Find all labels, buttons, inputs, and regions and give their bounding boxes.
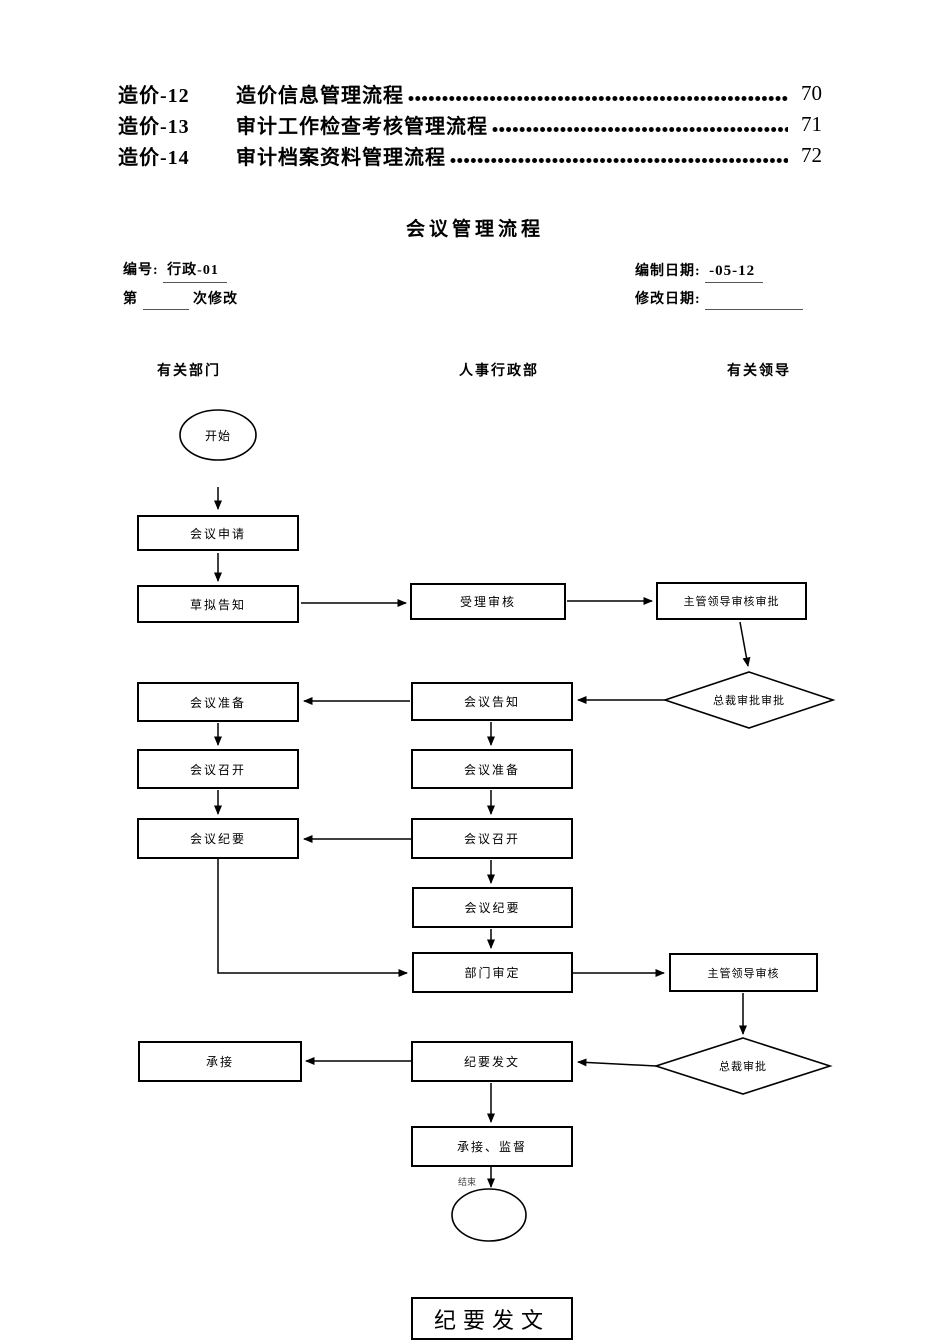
flow-node-minutes-issue-bottom: 纪要发文 (411, 1297, 573, 1340)
toc-entry-id: 造价-14 (118, 147, 190, 169)
flow-node-meeting-notice: 会议告知 (411, 682, 573, 721)
flow-node-meeting-hold-mid: 会议召开 (411, 818, 573, 859)
revision-row: 第 次修改 (123, 290, 238, 319)
flow-node-label: 纪要发文 (463, 1055, 520, 1069)
flow-node-label: 会议召开 (463, 832, 520, 846)
decision-label-president-1: 总裁审批审批 (713, 695, 785, 707)
flow-node-meeting-apply: 会议申请 (137, 515, 299, 551)
toc-row: 造价-13 审计工作检查考核管理流程 71 (118, 109, 822, 140)
meta-left: 编号: 行政-01 第 次修改 (123, 261, 238, 319)
compiled-date-value: -05-12 (705, 261, 764, 283)
lane-header-leaders: 有关领导 (727, 364, 791, 379)
flow-node-meeting-minutes-mid: 会议纪要 (412, 887, 573, 928)
revision-prefix: 第 (123, 292, 138, 307)
flow-node-label: 会议告知 (463, 695, 520, 709)
toc-entry-id: 造价-13 (118, 116, 190, 138)
flow-node-label: 会议纪要 (464, 901, 521, 915)
toc-entry-page: 71 (801, 112, 822, 136)
end-ellipse (451, 1188, 527, 1242)
flow-node-label: 会议纪要 (189, 832, 246, 846)
flow-node-meeting-prepare-mid: 会议准备 (411, 749, 573, 789)
start-label: 开始 (204, 428, 231, 443)
flow-node-leader-review-approve: 主管领导审核审批 (656, 582, 807, 620)
flow-node-label: 主管领导审核审批 (683, 596, 780, 608)
compiled-date-row: 编制日期: -05-12 (635, 261, 803, 290)
flow-node-label: 会议申请 (189, 526, 246, 541)
toc-row: 造价-12 造价信息管理流程 70 (118, 78, 822, 109)
toc-entry-id: 造价-12 (118, 85, 190, 107)
flow-node-label: 会议准备 (189, 695, 246, 710)
flow-node-undertake: 承接 (138, 1041, 302, 1082)
flow-node-label: 纪要发文 (433, 1307, 550, 1333)
flow-node-label: 草拟告知 (189, 597, 246, 612)
decision-diamond-president-1 (662, 671, 836, 729)
lane-header-hr-admin: 人事行政部 (459, 364, 539, 379)
lane-header-departments: 有关部门 (157, 364, 221, 379)
flow-node-leader-review: 主管领导审核 (669, 953, 818, 992)
page-title: 会议管理流程 (405, 219, 544, 240)
modified-date-label: 修改日期: (635, 292, 701, 307)
flow-node-label: 会议召开 (189, 762, 246, 777)
decision-label-president-2: 总裁审批 (719, 1061, 767, 1073)
compiled-date-label: 编制日期: (635, 264, 701, 279)
revision-suffix: 次修改 (193, 292, 238, 307)
start-ellipse (179, 409, 257, 461)
toc-entry-title: 审计档案资料管理流程 (236, 147, 446, 169)
flow-node-label: 会议准备 (463, 762, 520, 777)
dot-leader (450, 157, 788, 164)
flow-node-label: 受理审核 (459, 595, 516, 609)
dot-leader (492, 126, 788, 133)
flow-node-dept-review: 部门审定 (412, 952, 573, 993)
flow-node-meeting-prepare-left: 会议准备 (137, 682, 299, 722)
modified-date-row: 修改日期: (635, 290, 804, 319)
revision-blank-line (142, 293, 189, 310)
end-label: 结束 (457, 1176, 476, 1187)
flow-node-undertake-supervise: 承接、监督 (411, 1126, 573, 1167)
meta-right: 编制日期: -05-12 修改日期: (635, 261, 804, 319)
modified-date-blank-line (705, 293, 804, 310)
flow-node-draft-notice: 草拟告知 (137, 585, 299, 623)
flow-node-label: 承接 (205, 1055, 234, 1069)
decision-diamond-president-2 (653, 1037, 833, 1095)
toc-entry-page: 72 (801, 143, 822, 167)
flow-node-meeting-minutes-left: 会议纪要 (137, 818, 299, 859)
doc-number-label: 编号: (123, 263, 159, 278)
doc-number-row: 编号: 行政-01 (123, 261, 238, 290)
flow-node-label: 承接、监督 (456, 1140, 527, 1154)
flow-node-minutes-issue: 纪要发文 (411, 1041, 573, 1082)
flow-node-accept-review: 受理审核 (410, 583, 566, 620)
toc-entry-page: 70 (801, 81, 822, 105)
toc-entry-title: 审计工作检查考核管理流程 (236, 116, 488, 138)
flow-node-label: 部门审定 (464, 966, 521, 980)
doc-number-value: 行政-01 (163, 261, 227, 283)
flow-node-label: 主管领导审核 (707, 967, 780, 980)
toc-row: 造价-14 审计档案资料管理流程 72 (118, 140, 822, 171)
dot-leader (408, 95, 788, 102)
table-of-contents: 造价-12 造价信息管理流程 70 造价-13 审计工作检查考核管理流程 71 … (118, 78, 822, 171)
toc-entry-title: 造价信息管理流程 (236, 85, 404, 107)
flow-node-meeting-hold-left: 会议召开 (137, 749, 299, 789)
